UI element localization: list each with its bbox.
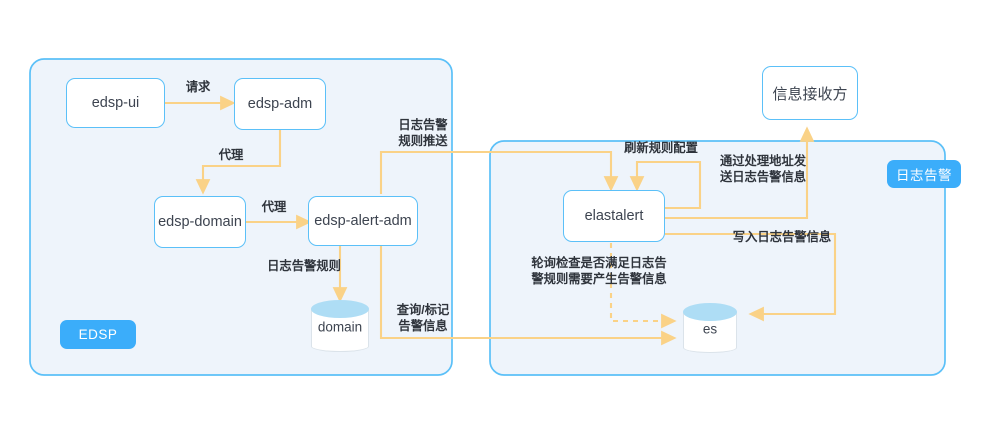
node-edsp-alert-adm-label: edsp-alert-adm (314, 213, 412, 229)
node-elastalert-label: elastalert (584, 208, 644, 224)
node-receiver[interactable]: 信息接收方 (762, 66, 858, 120)
node-edsp-ui[interactable]: edsp-ui (66, 78, 165, 128)
node-elastalert[interactable]: elastalert (563, 190, 665, 242)
node-edsp-domain-label: edsp-domain (158, 214, 242, 230)
badge-log-alert[interactable]: 日志告警 (887, 160, 961, 188)
node-edsp-alert-adm[interactable]: edsp-alert-adm (308, 196, 418, 246)
datastore-domain[interactable]: domain (311, 300, 369, 352)
badge-edsp[interactable]: EDSP (60, 320, 136, 349)
node-edsp-adm[interactable]: edsp-adm (234, 78, 326, 130)
es-cylinder-top (683, 303, 737, 321)
datastore-es-label: es (702, 321, 718, 337)
edge-proxy-1 (195, 130, 282, 195)
badge-log-alert-label: 日志告警 (896, 168, 952, 183)
edge-send-via-addr (665, 126, 815, 220)
badge-edsp-label: EDSP (78, 327, 118, 342)
edge-query-mark (379, 245, 677, 346)
datastore-domain-label: domain (317, 319, 363, 335)
node-edsp-domain[interactable]: edsp-domain (154, 196, 246, 248)
edge-write-alert (665, 232, 837, 322)
domain-cylinder-top (311, 300, 369, 318)
edge-rule-push (379, 150, 619, 194)
node-receiver-label: 信息接收方 (772, 85, 848, 103)
edge-refresh-rule (629, 160, 702, 210)
node-edsp-ui-label: edsp-ui (91, 95, 140, 111)
node-edsp-adm-label: edsp-adm (247, 96, 313, 112)
datastore-es[interactable]: es (683, 303, 737, 353)
